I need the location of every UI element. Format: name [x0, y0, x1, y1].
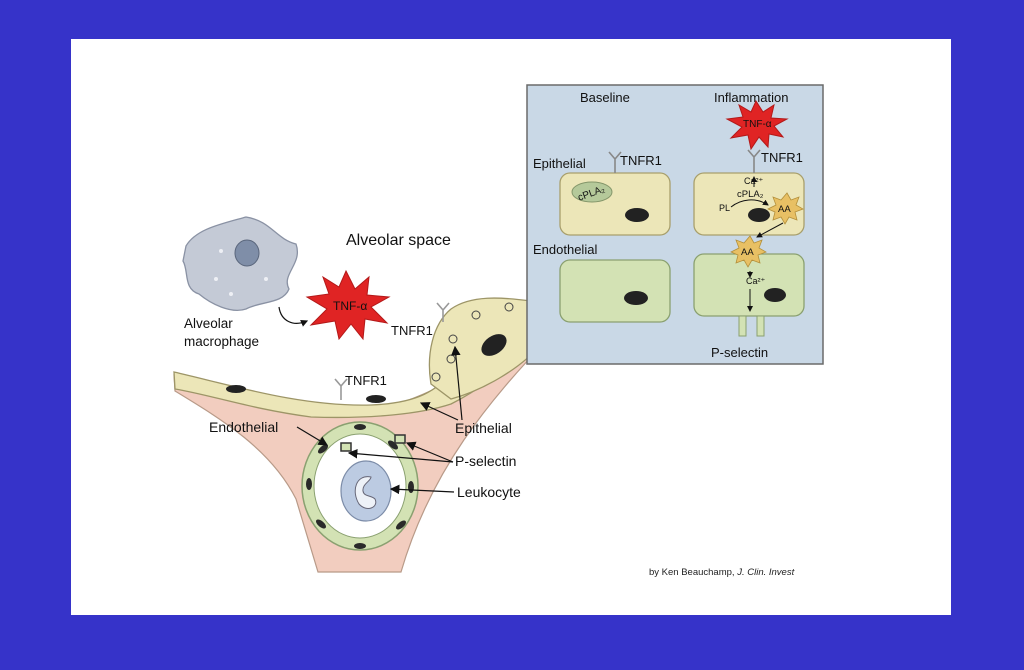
tnf-starburst [305, 269, 391, 341]
credit-journal: J. Clin. Invest [736, 567, 794, 578]
macrophage-label-line1: Alveolar [184, 316, 233, 331]
aa-mid-label: AA [741, 247, 754, 258]
aa-top-label: AA [778, 204, 791, 215]
tnfr1-receptor-icon [334, 302, 450, 400]
baseline-endothelial-nucleus [624, 291, 648, 305]
tnfr1-label-lower: TNFR1 [345, 373, 387, 388]
epithelial-nucleus [366, 395, 386, 403]
baseline-tnfr1-label: TNFR1 [620, 153, 662, 168]
tnf-label: TNF-α [333, 299, 367, 313]
inflammation-heading: Inflammation [714, 90, 788, 105]
p-selectin-pillars [738, 315, 765, 337]
macrophage-nucleus [234, 239, 260, 267]
inset-endothelial-label: Endothelial [533, 242, 597, 257]
leader-arrows [296, 345, 463, 495]
macrophage-granules [214, 249, 268, 296]
aa-transfer-arrow [756, 222, 784, 238]
baseline-tnfr1-icon [608, 151, 622, 173]
pl-to-aa-arrow [730, 199, 769, 208]
lung-tnf-diagram: TNF-α Alveolar space Alveolar macrophage… [173, 84, 824, 578]
leukocyte-label: Leukocyte [457, 484, 521, 500]
slide: TNF-α Alveolar space Alveolar macrophage… [71, 39, 951, 615]
credit-line: by Ken Beauchamp, J. Clin. Invest [649, 567, 795, 578]
inset-tnf-starburst [725, 99, 789, 151]
p-selectin-marks [340, 434, 406, 452]
macrophage-label-line2: macrophage [184, 334, 259, 349]
tnfr1-label-upper: TNFR1 [391, 323, 433, 338]
leukocyte-cell [340, 460, 392, 522]
inflam-cpla2-label: cPLA₂ [737, 189, 764, 200]
epithelial-nucleus [226, 385, 246, 393]
baseline-epithelial-nucleus [625, 208, 649, 222]
inflam-epithelial-cell [693, 172, 805, 236]
cpla2-blob [571, 181, 613, 203]
inflam-epithelial-nucleus [748, 208, 770, 222]
leukocyte-nucleus [354, 476, 377, 509]
secretion-arrow [278, 306, 309, 327]
inset-tnf-label: TNF-α [743, 119, 772, 130]
epithelial-nucleus [481, 334, 507, 356]
ca-bottom-label: Ca²⁺ [746, 276, 766, 286]
alveolar-space-label: Alveolar space [346, 232, 451, 249]
pl-label: PL [719, 203, 730, 213]
epithelial-label: Epithelial [455, 420, 512, 436]
inflam-endothelial-nucleus [764, 288, 786, 302]
aa-mid-burst [730, 235, 767, 268]
inflam-tnfr1-icon [747, 149, 761, 173]
baseline-endothelial-cell [559, 259, 671, 323]
inset-p-selectin-label: P-selectin [711, 345, 768, 360]
p-selectin-label: P-selectin [455, 453, 516, 469]
credit-prefix: by Ken Beauchamp, [649, 567, 737, 578]
baseline-heading: Baseline [580, 90, 630, 105]
inflam-tnfr1-label: TNFR1 [761, 150, 803, 165]
inset-epithelial-label: Epithelial [533, 156, 586, 171]
vesicles [431, 302, 514, 382]
aa-top-burst [767, 192, 804, 225]
endothelial-label: Endothelial [209, 419, 278, 435]
endothelial-nuclei [306, 424, 414, 549]
baseline-epithelial-cell [559, 172, 671, 236]
